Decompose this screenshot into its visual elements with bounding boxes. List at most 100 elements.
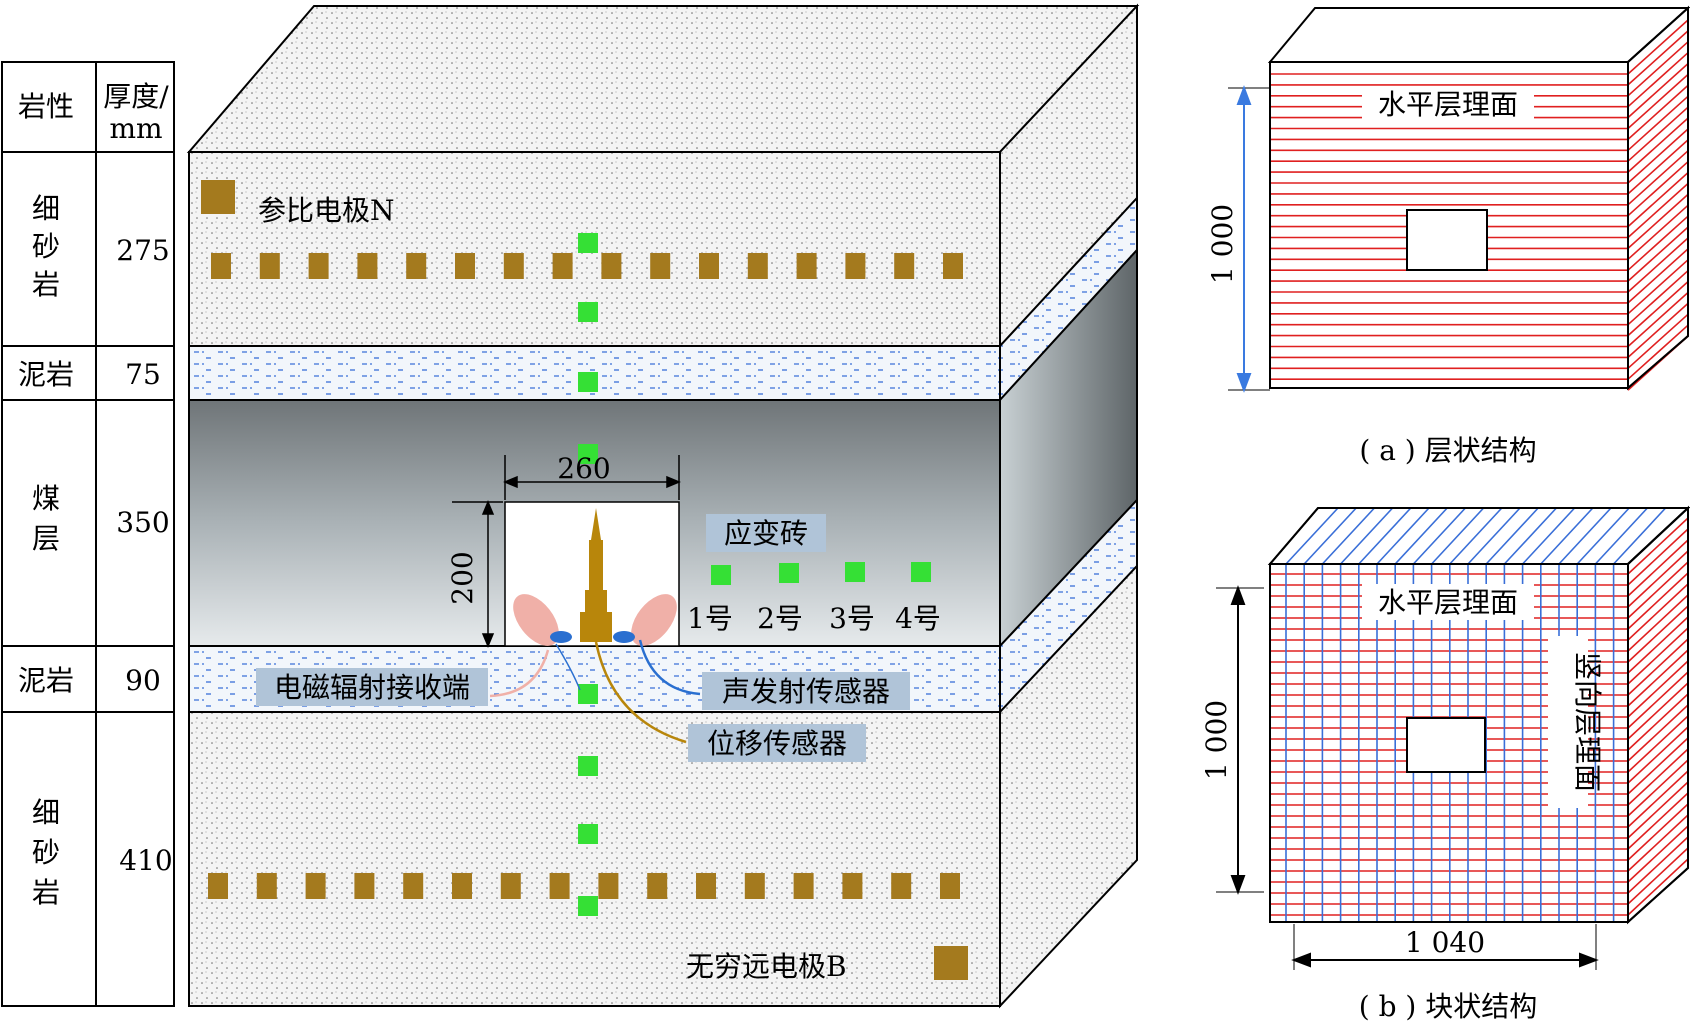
panel-a-outline — [1269, 5, 1689, 391]
bedding-line — [1627, 52, 1689, 108]
bedding-line — [1627, 561, 1689, 619]
row2-rock: 泥岩 — [18, 358, 74, 391]
bedding-line — [1627, 270, 1689, 326]
joint-line — [1321, 507, 1375, 565]
joint-line — [1285, 507, 1339, 565]
strain-brick — [578, 444, 598, 464]
joint-line — [1576, 507, 1630, 565]
bedding-line — [1627, 858, 1689, 916]
electrode — [354, 873, 375, 899]
bedding-line — [1627, 226, 1689, 282]
joint-line — [1394, 507, 1448, 565]
strain-brick — [578, 684, 598, 704]
acoustic-sensor-leader — [638, 639, 701, 696]
strain-brick — [578, 233, 598, 253]
electrode — [793, 873, 814, 899]
bedding-line — [1627, 583, 1689, 641]
bedding-line — [1627, 248, 1689, 304]
joint-line — [1449, 507, 1503, 565]
table-header-unit: mm — [109, 112, 162, 145]
joint-line — [1522, 507, 1576, 565]
strain-brick-3 — [845, 562, 865, 582]
bedding-line — [1627, 682, 1689, 740]
panel-b-opening — [1406, 717, 1486, 773]
joint-line — [1540, 507, 1594, 565]
row1-rock-char2: 砂 — [32, 230, 60, 263]
joint-line — [1376, 507, 1430, 565]
bedding-line — [1627, 41, 1689, 97]
bedding-line — [1627, 715, 1689, 773]
row1-thickness: 275 — [116, 234, 169, 267]
bedding-line — [1627, 605, 1689, 663]
electrode — [259, 253, 280, 279]
displacement-sensor-label: 位移传感器 — [707, 727, 847, 760]
panel-b-outline — [1267, 505, 1690, 925]
panel-b-height-value: 1 000 — [1200, 700, 1233, 780]
bedding-line — [1627, 128, 1689, 184]
bedding-line — [1627, 281, 1689, 337]
bedding-line — [1627, 550, 1689, 608]
displacement-sensor-leader — [594, 641, 687, 744]
row3-rock-char1: 煤 — [32, 482, 60, 515]
joint-line — [1412, 507, 1466, 565]
electrode — [305, 873, 326, 899]
strain-brick — [578, 756, 598, 776]
bedding-line — [1627, 291, 1689, 348]
electrode — [647, 873, 668, 899]
table-header-lithology: 岩性 — [18, 90, 74, 123]
electrode — [406, 253, 427, 279]
bedding-line — [1627, 847, 1689, 905]
joint-line — [1485, 507, 1539, 565]
joint-line — [1340, 507, 1394, 565]
bedding-line — [1627, 528, 1689, 586]
bedding-line — [1627, 259, 1689, 315]
row1-rock-char1: 细 — [32, 192, 60, 225]
panel-b-height-dimension — [1216, 585, 1264, 895]
strain-brick-label: 应变砖 — [724, 517, 808, 550]
bedding-line — [1627, 814, 1689, 872]
panel-a-cube — [1267, 5, 1690, 391]
electrode — [891, 873, 912, 899]
joint-line — [1358, 507, 1412, 565]
row1-rock-char3: 岩 — [32, 268, 60, 301]
row3-thickness: 350 — [116, 506, 169, 539]
electrode — [894, 253, 915, 279]
upper-electrode-row — [211, 253, 963, 279]
panel-b-width-value: 1 040 — [1405, 926, 1485, 959]
joint-line — [1431, 507, 1485, 565]
electrode — [940, 873, 960, 899]
panel-b-top-joint-lines — [1285, 507, 1667, 565]
bedding-line — [1627, 737, 1689, 795]
electrode — [211, 253, 231, 279]
reference-electrode-marker — [201, 180, 235, 214]
bedding-line — [1627, 193, 1689, 249]
bedding-line — [1627, 19, 1689, 75]
strain-brick — [578, 372, 598, 392]
electrode — [696, 873, 716, 899]
bedding-line — [1627, 95, 1689, 151]
electrode — [256, 873, 277, 899]
bedding-line — [1627, 324, 1689, 380]
panel-b-joint-lines — [1285, 564, 1615, 922]
strain-brick-tag — [706, 514, 826, 552]
electrode — [455, 253, 475, 279]
bedding-line — [1627, 313, 1689, 369]
joint-line — [1613, 507, 1667, 565]
model-block — [186, 3, 1140, 1009]
bedding-line — [1627, 748, 1689, 806]
opening-width-dimension — [503, 455, 681, 500]
bedding-line — [1627, 616, 1689, 674]
row5-rock-char3: 岩 — [32, 876, 60, 909]
reference-electrode-label: 参比电极N — [258, 194, 395, 227]
row2-thickness: 75 — [125, 358, 161, 391]
lower-electrode-row — [208, 873, 960, 899]
electrode — [744, 873, 765, 899]
opening-height-dimension — [452, 500, 503, 648]
bedding-line — [1627, 182, 1689, 239]
bedding-line — [1627, 726, 1689, 784]
strain-brick-3-label: 3号 — [829, 602, 875, 635]
bedding-line — [1627, 825, 1689, 883]
panel-b-side-lines — [1627, 517, 1689, 916]
